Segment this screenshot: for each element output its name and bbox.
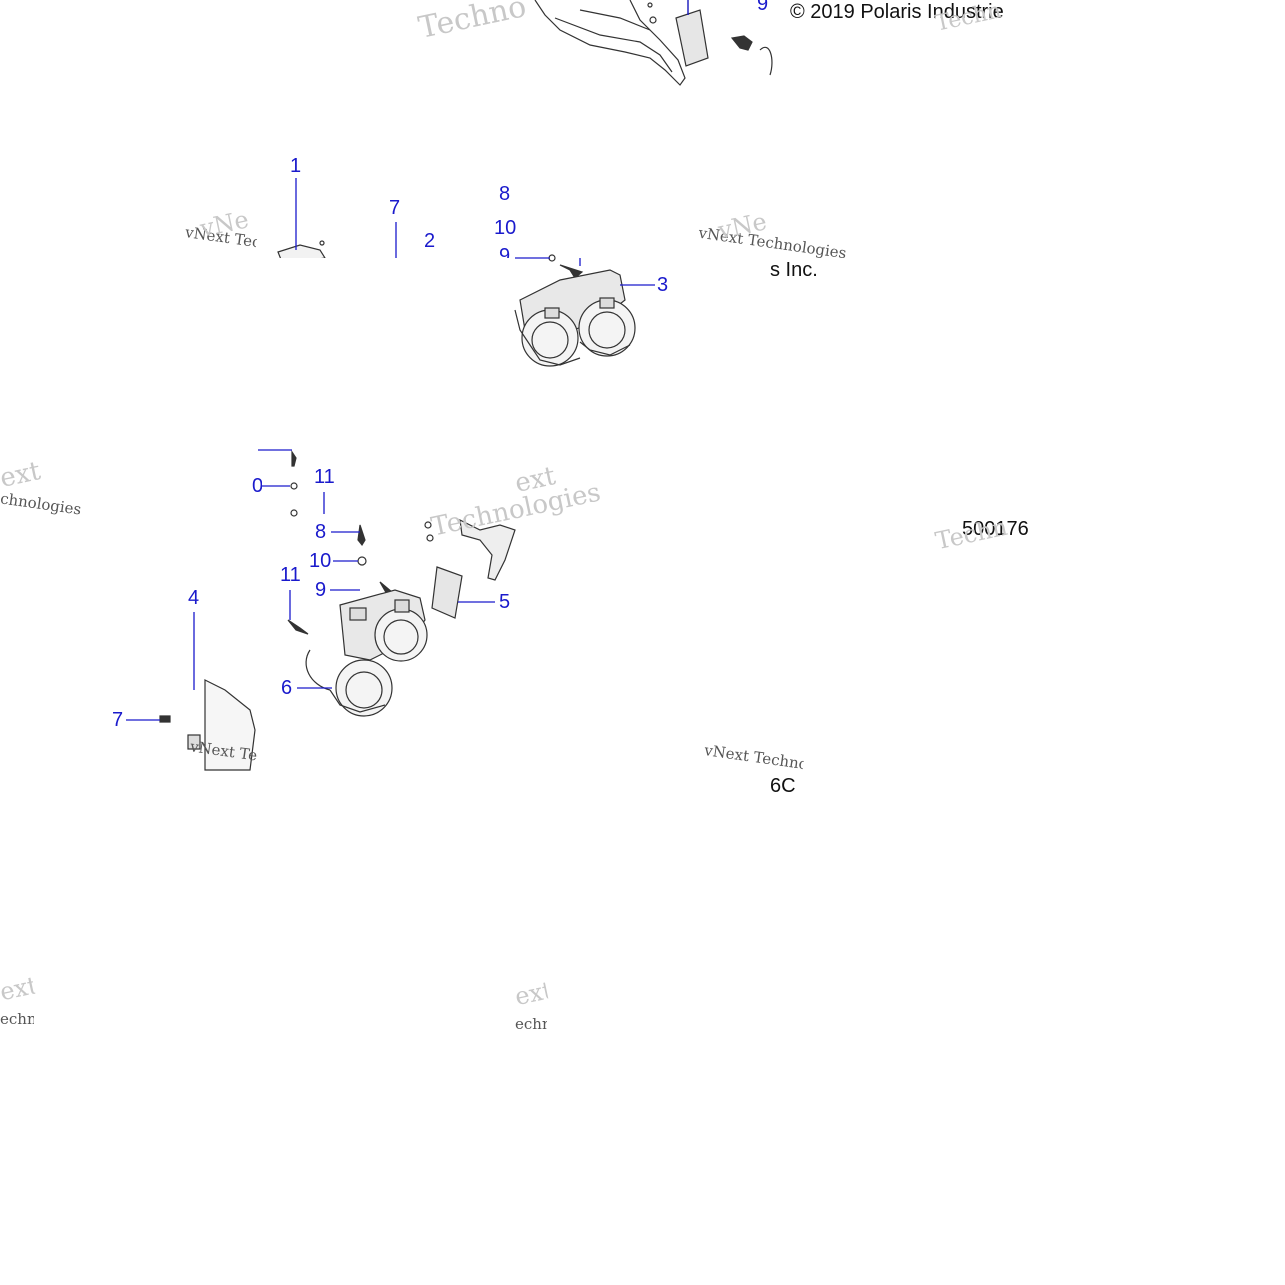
bottom-code-fragment: 6C (770, 775, 796, 797)
callout-11-lower: 11 (280, 564, 301, 586)
callout-3: 3 (657, 274, 669, 296)
callout-10-lower: 10 (309, 550, 332, 572)
callout-6: 6 (281, 677, 293, 699)
callout-7-upper: 7 (389, 197, 401, 219)
callout-11-upper: 11 (314, 466, 335, 488)
top-housing-fragment (534, 0, 773, 86)
callout-0: 0 (252, 476, 262, 496)
callout-5: 5 (499, 591, 511, 613)
part-number: 500176 (962, 518, 1029, 540)
company-fragment: s Inc. (770, 259, 818, 281)
callout-8-upper: 8 (499, 183, 511, 205)
callout-4: 4 (188, 587, 200, 609)
headlight-assembly-upper (277, 240, 636, 367)
callout-1: 1 (290, 155, 302, 177)
callout-2: 2 (424, 230, 436, 252)
callout-9-upper: 9 (499, 246, 511, 258)
callout-10-upper: 10 (494, 217, 517, 239)
mask-region (257, 258, 507, 268)
copyright-text: © 2019 Polaris Industrie (790, 1, 1004, 23)
headlight-assembly-lower (159, 450, 516, 771)
callout-8-lower: 8 (315, 521, 327, 543)
leader-lines (126, 0, 689, 721)
callout-7-lower: 7 (112, 709, 124, 731)
callout-top-9: 9 (757, 0, 769, 15)
callout-9-lower: 9 (315, 579, 327, 601)
